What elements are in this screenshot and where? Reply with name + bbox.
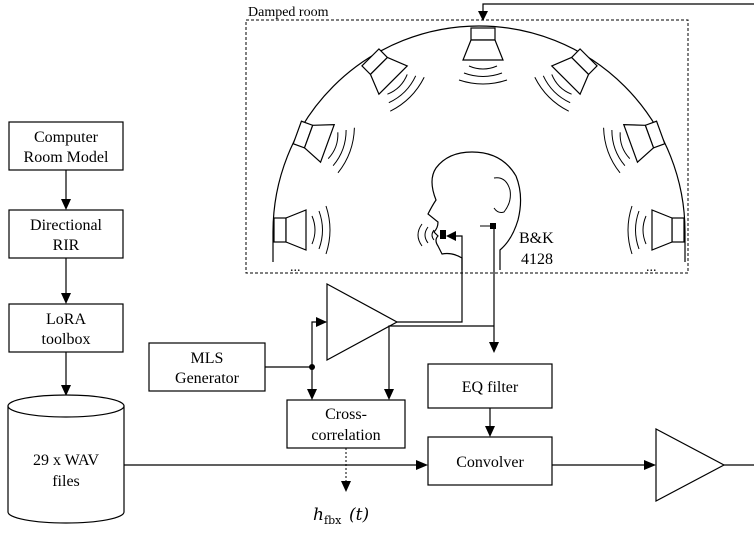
arrowhead bbox=[478, 11, 488, 21]
svg-text:Generator: Generator bbox=[175, 370, 240, 387]
power-amplifier-icon bbox=[326, 282, 399, 362]
damped-room: Damped room ... ... bbox=[245, 5, 689, 275]
wav-files-database: 29 x WAV files bbox=[7, 394, 125, 524]
lora-toolbox-block: LoRA toolbox bbox=[8, 303, 124, 353]
svg-text:Convolver: Convolver bbox=[456, 454, 524, 471]
mls-generator-block: MLS Generator bbox=[148, 342, 266, 392]
output-label: h fbx (t) bbox=[313, 505, 369, 527]
svg-text:h: h bbox=[313, 505, 324, 525]
svg-text:LoRA: LoRA bbox=[46, 311, 86, 328]
dots-left: ... bbox=[290, 260, 301, 275]
svg-text:Room Model: Room Model bbox=[24, 149, 109, 166]
computer-room-model-block: Computer Room Model bbox=[8, 121, 124, 171]
amp-to-mouth-wire bbox=[397, 235, 463, 323]
speaker-icon bbox=[627, 205, 685, 255]
svg-text:fbx: fbx bbox=[324, 514, 342, 527]
speaker-icon bbox=[534, 48, 598, 112]
damped-room-label: Damped room bbox=[248, 5, 329, 20]
svg-text:Computer: Computer bbox=[34, 129, 99, 146]
mic-to-xcorr-wire bbox=[388, 325, 494, 395]
mic-label-line1: B&K bbox=[519, 230, 554, 247]
speaker-icon bbox=[603, 120, 666, 174]
svg-text:RIR: RIR bbox=[53, 237, 80, 254]
speaker-icon bbox=[292, 120, 355, 174]
speaker-icon bbox=[458, 27, 508, 85]
dots-right: ... bbox=[646, 260, 657, 275]
speaker-icon bbox=[273, 205, 331, 255]
svg-text:correlation: correlation bbox=[311, 427, 380, 444]
mouth-simulator-icon bbox=[440, 230, 446, 239]
svg-text:MLS: MLS bbox=[191, 350, 224, 367]
convolver-block: Convolver bbox=[427, 436, 553, 486]
mic-label-line2: 4128 bbox=[521, 251, 553, 268]
mls-to-amp-wire bbox=[311, 321, 326, 367]
directional-rir-block: Directional RIR bbox=[8, 209, 124, 259]
damped-room-border bbox=[245, 19, 689, 274]
svg-text:Cross-: Cross- bbox=[325, 406, 367, 423]
svg-text:Directional: Directional bbox=[30, 217, 103, 234]
svg-text:files: files bbox=[52, 473, 80, 490]
speaker-feed-wire bbox=[482, 3, 754, 20]
speaker-icon bbox=[361, 48, 425, 112]
svg-text:toolbox: toolbox bbox=[42, 331, 91, 348]
svg-text:29 x WAV: 29 x WAV bbox=[33, 452, 100, 469]
svg-text:EQ filter: EQ filter bbox=[462, 379, 519, 396]
svg-text:(t): (t) bbox=[349, 505, 369, 525]
head-icon bbox=[417, 151, 522, 270]
output-amplifier-icon bbox=[655, 428, 726, 502]
cross-correlation-block: Cross- correlation bbox=[286, 399, 406, 449]
eq-filter-block: EQ filter bbox=[427, 363, 553, 409]
